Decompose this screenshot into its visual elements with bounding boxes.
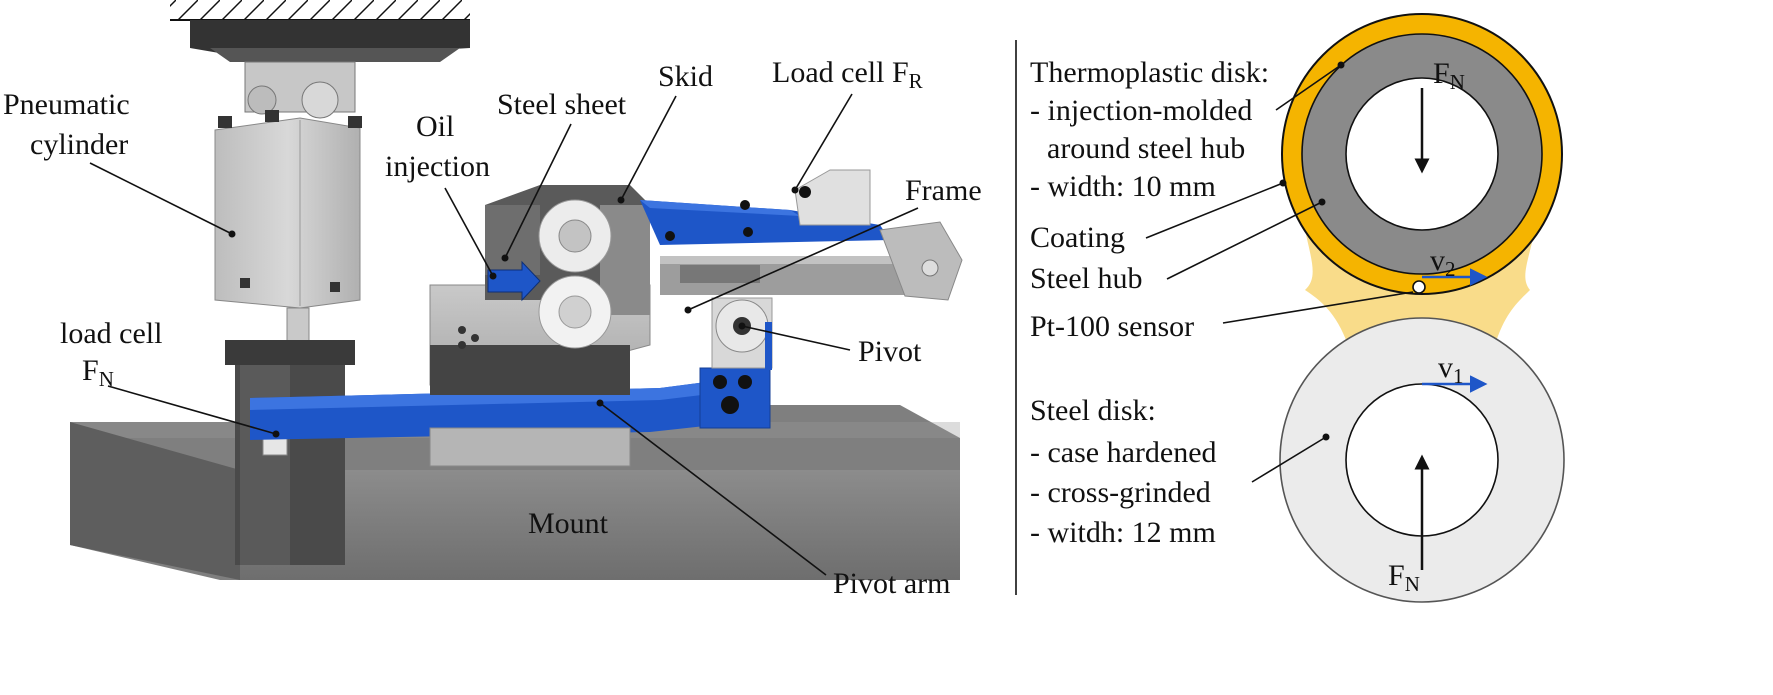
label-coating: Coating [1030,221,1125,254]
steel-item-3: - witdh: 12 mm [1030,516,1216,549]
svg-text:around steel hub: around steel hub [1047,132,1245,165]
svg-text:- witdh: 12 mm: - witdh: 12 mm [1030,516,1216,549]
svg-text:v2: v2 [1430,244,1456,281]
label-skid: Skid [658,60,713,93]
v2-main: v [1430,244,1445,277]
oil-injection-arrow [487,260,541,302]
fn-bottom-sub: N [1405,572,1420,596]
load-cell-fr [794,169,963,301]
svg-text:Steel hub: Steel hub [1030,262,1143,295]
pivot-disk [711,297,773,370]
fn-top-main: F [1433,57,1450,90]
load-cell-fn-block [225,340,355,565]
v2-sub: 2 [1445,257,1456,281]
label-oil-line2: injection [385,150,490,183]
leader-pivot-arm [599,402,827,576]
thermo-item-3: - width: 10 mm [1030,170,1216,203]
svg-text:FN: FN [82,354,114,391]
fn-bottom-main: F [1388,559,1405,592]
svg-text:cylinder: cylinder [30,128,128,161]
cylinder-bracket [244,61,356,119]
leader-pt100 [1222,291,1414,324]
pivot-arm [250,367,771,467]
leader-loadcell-fn [107,385,277,435]
svg-text:- case hardened: - case hardened [1030,436,1217,469]
svg-text:Mount: Mount [528,507,609,540]
label-mount: Mount [528,507,609,540]
svg-text:Pivot: Pivot [858,335,922,368]
leader-coating [1145,182,1284,239]
svg-text:Steel sheet: Steel sheet [497,88,627,121]
v1-sub: 1 [1453,364,1464,388]
disk-schematic: FN FN v2 v1 [1279,13,1565,603]
svg-text:- cross-grinded: - cross-grinded [1030,476,1211,509]
svg-text:FN: FN [1433,57,1465,94]
leader-pneumatic [89,162,233,235]
fixed-support-hatch [170,0,470,21]
label-loadcell-fr-main: Load cell F [772,56,909,89]
label-loadcell-fn-sub: N [99,367,114,391]
svg-text:Pivot arm: Pivot arm [833,567,951,600]
leader-oil [444,187,494,277]
svg-text:injection: injection [385,150,490,183]
svg-text:v1: v1 [1438,351,1464,388]
leader-thermo [1275,64,1342,111]
svg-text:load cell: load cell [60,317,162,350]
svg-text:Frame: Frame [905,174,982,207]
leader-pivot [741,325,851,351]
leader-skid [620,95,677,201]
skid-arm [640,200,890,245]
label-steel-sheet: Steel sheet [497,88,627,121]
label-pneumatic-line1: Pneumatic [3,88,130,121]
label-oil-line1: Oil [416,110,454,143]
leader-loadcell-fr [794,93,853,191]
top-plate [190,20,470,62]
svg-text:Load cell FR: Load cell FR [772,56,923,93]
svg-text:FN: FN [1388,559,1420,596]
label-loadcell-fn-line1: load cell [60,317,162,350]
svg-text:Skid: Skid [658,60,713,93]
fn-top-sub: N [1450,70,1465,94]
v1-main: v [1438,351,1453,384]
leader-frame [687,207,919,311]
steel-item-1: - case hardened [1030,436,1217,469]
label-pivot: Pivot [858,335,922,368]
svg-text:Oil: Oil [416,110,454,143]
leader-steel-disk [1251,436,1327,483]
label-steel-hub: Steel hub [1030,262,1143,295]
svg-text:- injection-molded: - injection-molded [1030,94,1252,127]
svg-text:Pt-100 sensor: Pt-100 sensor [1030,310,1194,343]
pneumatic-cylinder [214,110,362,344]
roller-disks [538,199,612,349]
svg-text:Thermoplastic disk:: Thermoplastic disk: [1030,56,1269,89]
label-pneumatic-line2: cylinder [30,128,128,161]
svg-text:Pneumatic: Pneumatic [3,88,130,121]
thermo-item-2: around steel hub [1047,132,1245,165]
svg-text:Steel disk:: Steel disk: [1030,394,1156,427]
frame-bar [660,256,930,295]
thermo-title: Thermoplastic disk: [1030,56,1269,89]
steel-item-2: - cross-grinded [1030,476,1211,509]
steel-disk-title: Steel disk: [1030,394,1156,427]
leader-steel-hub [1166,201,1323,280]
label-pt100: Pt-100 sensor [1030,310,1194,343]
pt100-sensor-icon [1412,280,1426,294]
label-frame: Frame [905,174,982,207]
label-pivot-arm: Pivot arm [833,567,951,600]
label-loadcell-fr-sub: R [909,69,923,93]
svg-text:- width: 10 mm: - width: 10 mm [1030,170,1216,203]
leader-steel-sheet [504,123,572,259]
thermo-item-1: - injection-molded [1030,94,1252,127]
test-rig-rendering [70,0,963,580]
right-labels: Thermoplastic disk: - injection-molded a… [1030,56,1414,549]
label-loadcell-fn-main: F [82,354,99,387]
svg-text:Coating: Coating [1030,221,1125,254]
left-labels: Pneumatic cylinder load cell FN Oil inje… [3,56,982,600]
